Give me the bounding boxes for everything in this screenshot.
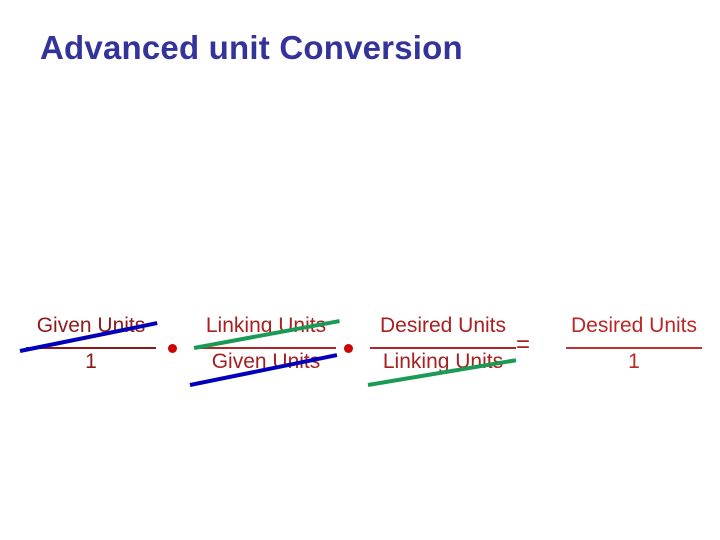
page-title: Advanced unit Conversion (40, 29, 463, 66)
fraction-desired-over-linking: Desired Units Linking Units (370, 305, 516, 373)
fraction-4-bar (566, 347, 702, 349)
fraction-linking-over-given: Linking Units Given Units (196, 305, 336, 373)
fraction-1-denominator: 1 (85, 350, 97, 373)
multiply-dot-2 (344, 344, 353, 353)
fraction-3-bar (370, 347, 516, 349)
fraction-4-denominator: 1 (628, 350, 640, 373)
fraction-2-denominator: Given Units (211, 350, 321, 373)
fraction-2-numerator: Linking Units (205, 314, 327, 337)
fraction-desired-over-one: Desired Units 1 (566, 305, 702, 373)
fraction-4-numerator: Desired Units (570, 314, 698, 337)
fraction-1-bar (26, 347, 156, 349)
fraction-2-bar (196, 347, 336, 349)
fraction-given-over-one: Given Units 1 (26, 305, 156, 373)
equals-sign: = (516, 331, 531, 358)
multiply-dot-1 (168, 344, 177, 353)
fraction-1-numerator: Given Units (36, 314, 146, 337)
unit-conversion-equation: Given Units 1 Linking Units Given Units … (0, 305, 720, 395)
fraction-3-denominator: Linking Units (382, 350, 504, 373)
fraction-3-numerator: Desired Units (379, 314, 507, 337)
